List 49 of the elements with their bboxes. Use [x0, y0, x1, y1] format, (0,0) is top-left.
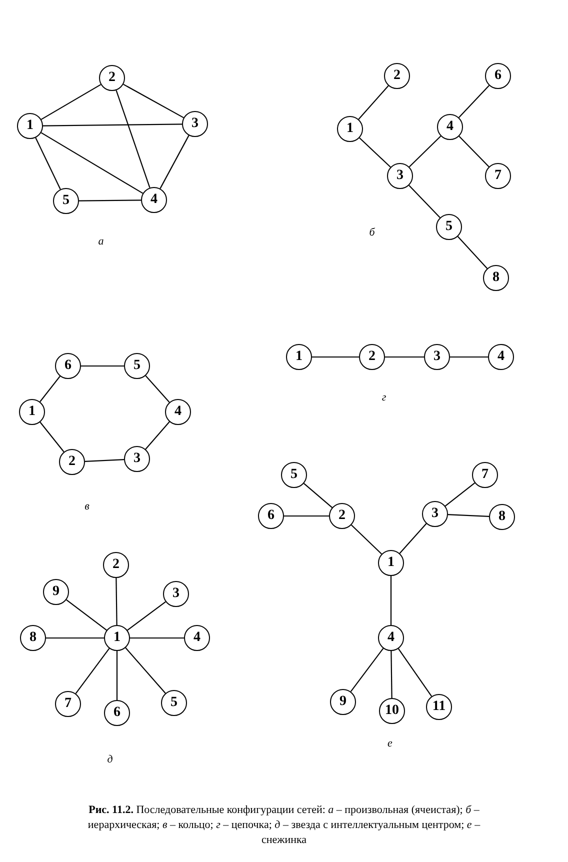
- edge-line: [358, 85, 389, 120]
- edge-line: [408, 136, 442, 168]
- edge-line: [40, 84, 102, 120]
- edge-line: [116, 578, 118, 625]
- edge-line: [84, 459, 124, 462]
- edge-line: [40, 376, 60, 402]
- edge-line: [304, 483, 332, 508]
- edge-line: [75, 648, 110, 694]
- subfigure-label: б: [369, 228, 375, 238]
- edge-line: [81, 365, 124, 367]
- edge-line: [398, 648, 432, 697]
- edge-line: [359, 138, 391, 168]
- edge-line: [145, 375, 170, 403]
- edge-line: [123, 84, 184, 118]
- subfigure-label: е: [388, 738, 392, 750]
- edge-line: [458, 136, 490, 168]
- edge-line: [43, 124, 182, 126]
- edge-line: [385, 356, 424, 358]
- subfigure-label: а: [98, 236, 104, 248]
- edge-line: [351, 524, 382, 554]
- edge-line: [79, 200, 141, 202]
- edge-line: [127, 601, 166, 631]
- edge-line: [160, 135, 190, 189]
- edge-line: [390, 576, 392, 625]
- edge-line: [116, 651, 118, 700]
- edge-line: [312, 356, 359, 358]
- edge-line: [145, 421, 170, 450]
- edge-line: [350, 648, 384, 692]
- edge-line: [399, 523, 427, 554]
- edge-line: [457, 236, 488, 269]
- subfigure-label: г: [382, 392, 386, 404]
- edge-line: [40, 132, 144, 194]
- edge-line: [130, 637, 184, 639]
- edge-line: [408, 185, 440, 218]
- edge-line: [390, 651, 392, 698]
- edge-line: [35, 137, 61, 190]
- edge-line: [66, 599, 107, 631]
- edge-line: [444, 482, 476, 506]
- edge-line: [116, 90, 150, 188]
- edge-line: [284, 515, 329, 517]
- edge-line: [46, 637, 104, 639]
- subfigure-label: в: [84, 502, 90, 512]
- subfigure-label: д: [107, 754, 113, 766]
- edge-line: [40, 422, 64, 452]
- figure-caption: Рис. 11.2. Последовательные конфигурации сетей: а – произвольная (ячеистая); б – иерархическая; в – кольцо; г – цепочка; д – звезда с интеллектуальным центром; е – снежинка: [86, 803, 482, 848]
- edge-line: [448, 514, 490, 517]
- edge-line: [125, 647, 166, 694]
- edge-line: [458, 85, 490, 118]
- edge-line: [450, 356, 488, 358]
